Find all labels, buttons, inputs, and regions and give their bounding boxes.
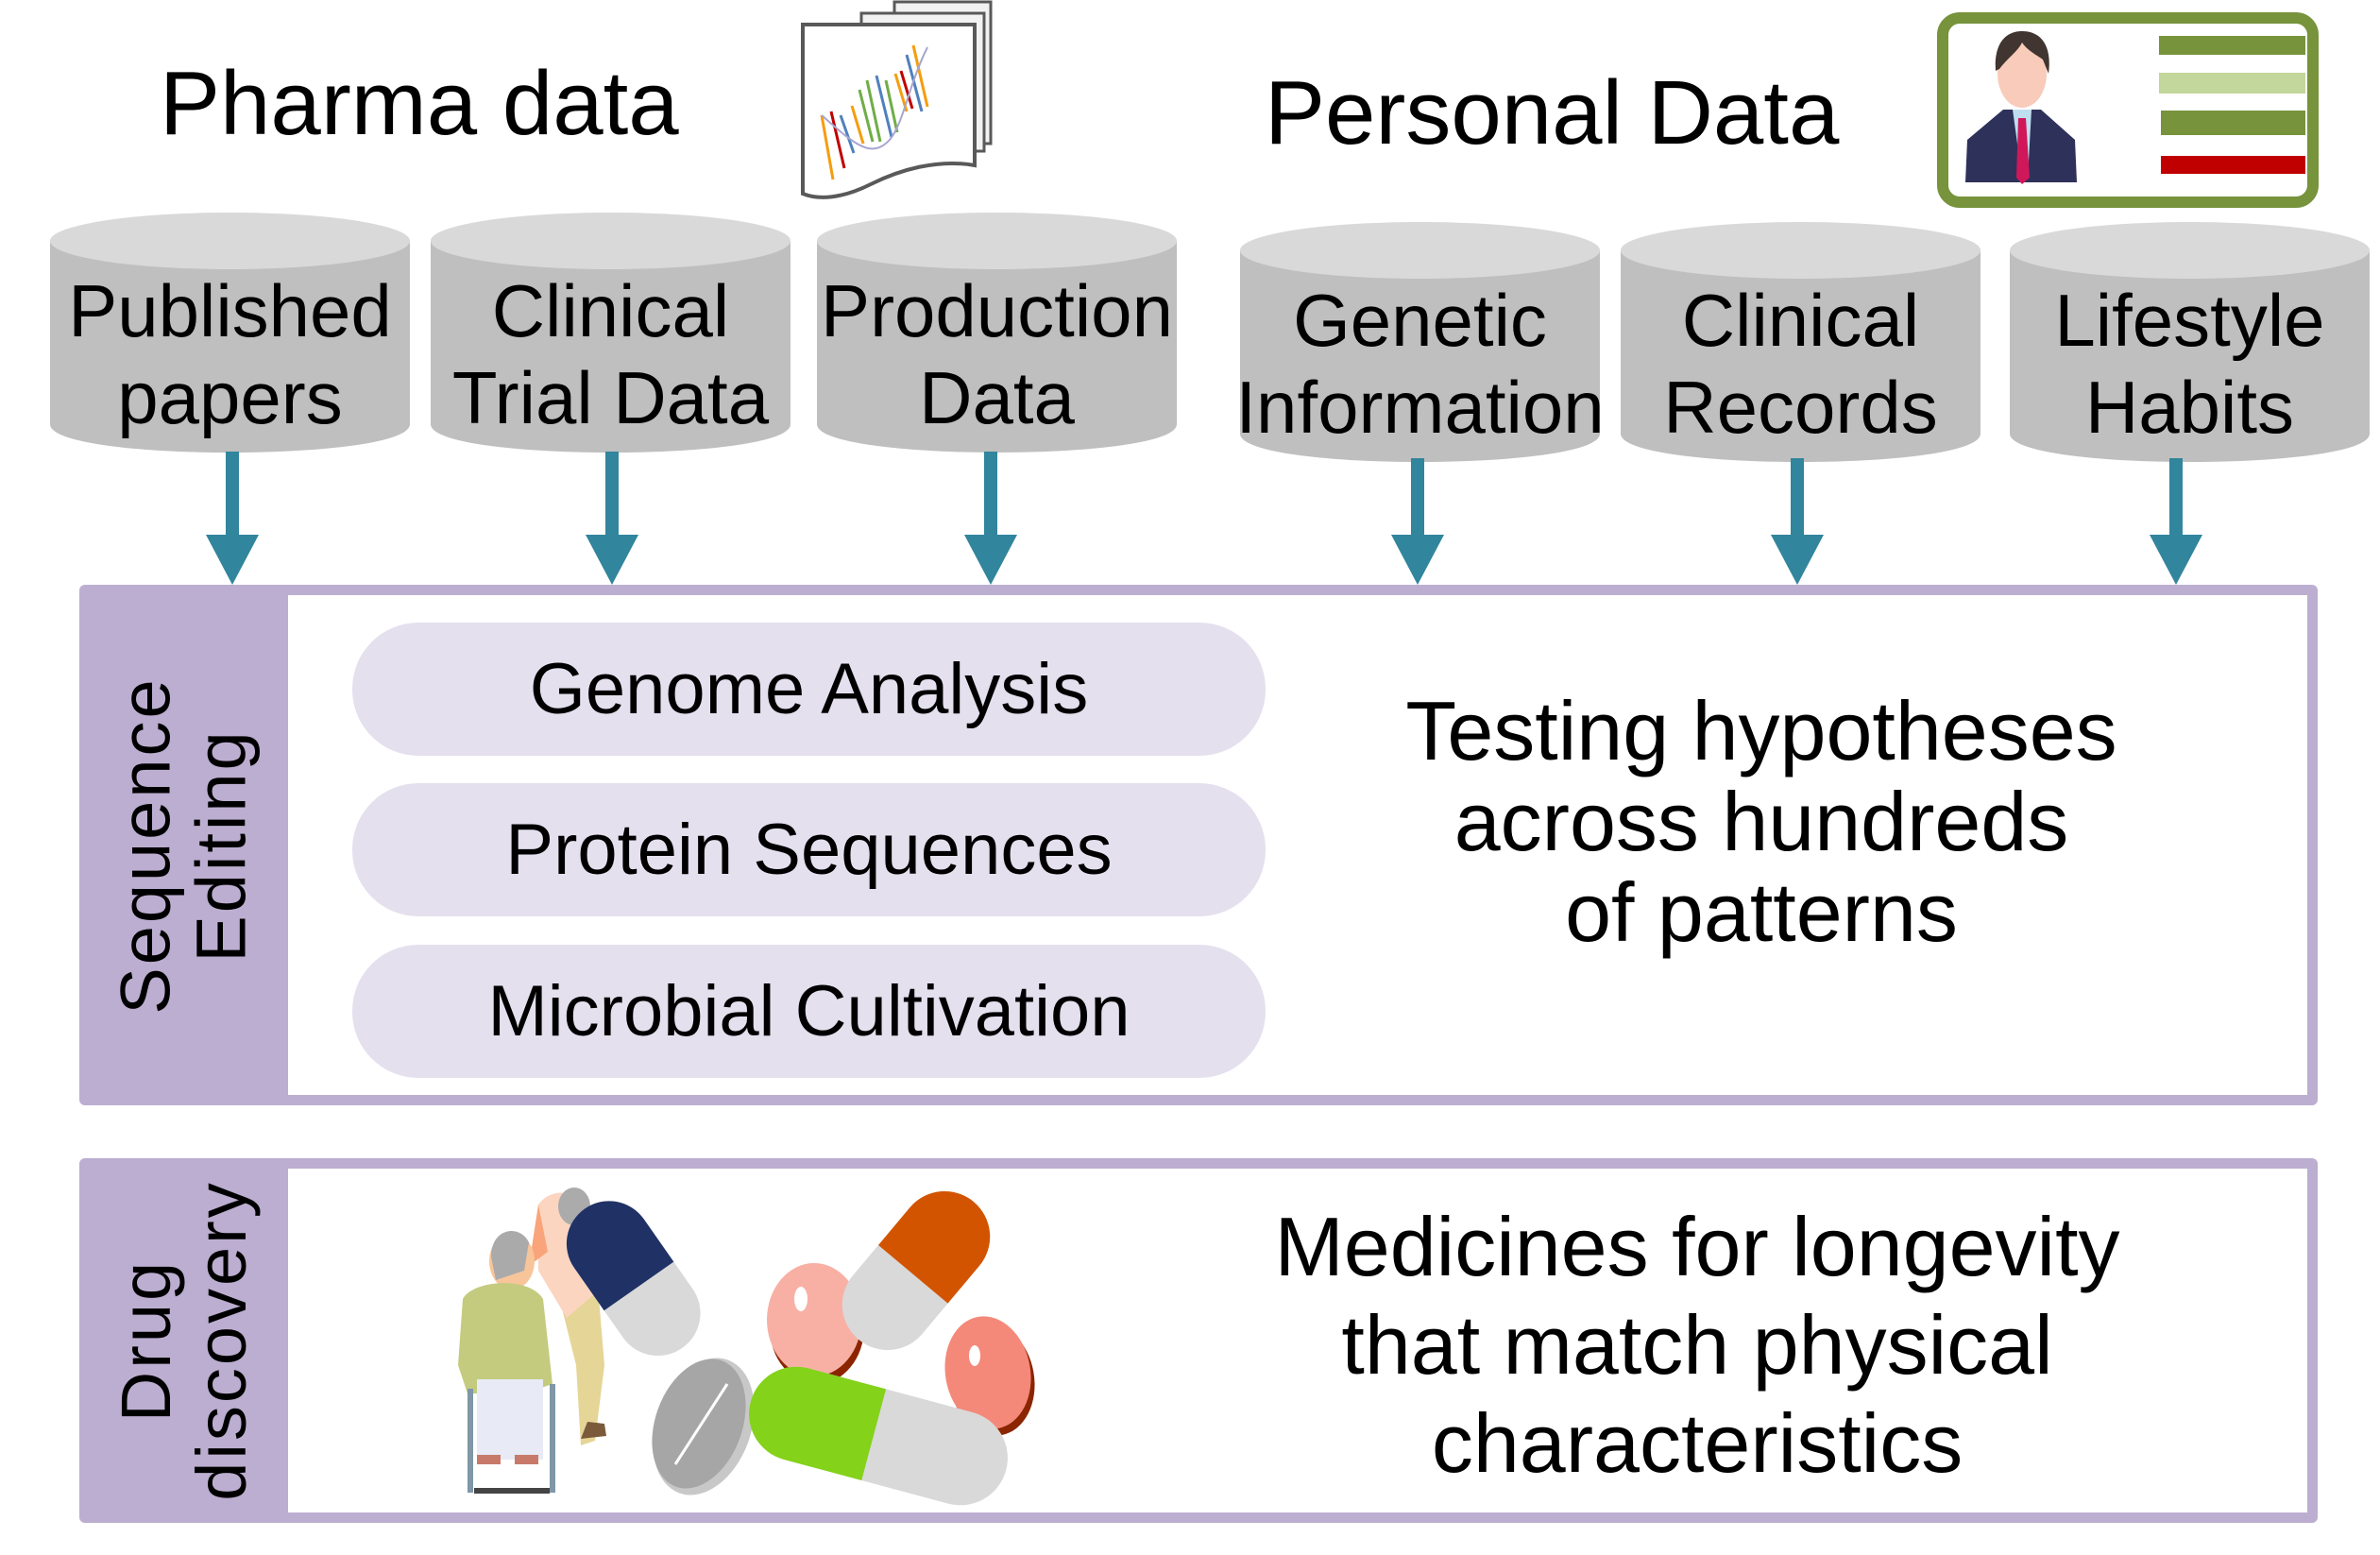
source-label-line: Trial Data <box>451 356 770 439</box>
method-pill-genome-analysis: Genome Analysis <box>352 623 1266 756</box>
description-line: Medicines for longevity <box>1274 1200 2120 1293</box>
arrow-down-icon <box>206 452 259 585</box>
source-label-line: Production <box>821 269 1173 352</box>
pharma-data-heading: Pharma data <box>160 53 679 154</box>
source-label-line: papers <box>117 356 343 439</box>
description-line: characteristics <box>1431 1396 1964 1490</box>
source-label-line: Clinical <box>491 269 730 352</box>
source-cylinder-lifestyle-habits: Lifestyle Habits <box>2010 222 2370 462</box>
source-label-line: Clinical <box>1681 279 1920 362</box>
source-cylinder-clinical-records: Clinical Records <box>1621 222 1980 462</box>
panel-label-line: Editing <box>181 727 261 963</box>
drug-discovery-label: Drug discovery <box>79 1158 288 1523</box>
source-cylinder-genetic-information: Genetic Information <box>1235 222 1605 462</box>
description-line: that match physical <box>1341 1298 2053 1392</box>
arrow-down-icon <box>1771 458 1824 591</box>
source-cylinder-production-data: Production Data <box>817 213 1177 453</box>
panel-label-line: discovery <box>181 1180 261 1501</box>
personal-data-heading: Personal Data <box>1265 62 1840 163</box>
sequence-editing-label: Sequence Editing <box>79 585 288 1105</box>
panel-label-line: Sequence <box>106 675 185 1015</box>
arrow-down-icon <box>586 452 638 585</box>
source-label-line: Data <box>919 356 1075 439</box>
source-label-line: Habits <box>2084 366 2295 449</box>
source-cylinder-clinical-trial-data: Clinical Trial Data <box>431 213 790 453</box>
source-label-line: Records <box>1663 366 1938 449</box>
sequence-description: Testing hypotheses across hundreds of pa… <box>1322 686 2201 958</box>
panel-label-line: Drug <box>106 1258 185 1423</box>
drug-description: Medicines for longevity that match physi… <box>1211 1198 2184 1493</box>
description-line: Testing hypotheses <box>1405 684 2117 778</box>
description-line: across hundreds <box>1454 775 2069 868</box>
arrow-down-icon <box>2150 458 2202 591</box>
source-cylinder-published-papers: Published papers <box>50 213 410 453</box>
source-label-line: Information <box>1235 366 1605 449</box>
source-label-line: Genetic <box>1293 279 1547 362</box>
description-line: of patterns <box>1565 865 1958 959</box>
arrow-down-icon <box>1391 458 1444 591</box>
arrow-down-icon <box>964 452 1017 585</box>
person-id-card-icon <box>1937 12 2319 208</box>
wheelchair-patient-and-pills-icon <box>425 1176 1162 1507</box>
method-pill-protein-sequences: Protein Sequences <box>352 783 1266 916</box>
dna-document-icon <box>795 0 1069 203</box>
source-label-line: Published <box>68 269 392 352</box>
method-pill-microbial-cultivation: Microbial Cultivation <box>352 945 1266 1078</box>
source-label-line: Lifestyle <box>2054 279 2325 362</box>
